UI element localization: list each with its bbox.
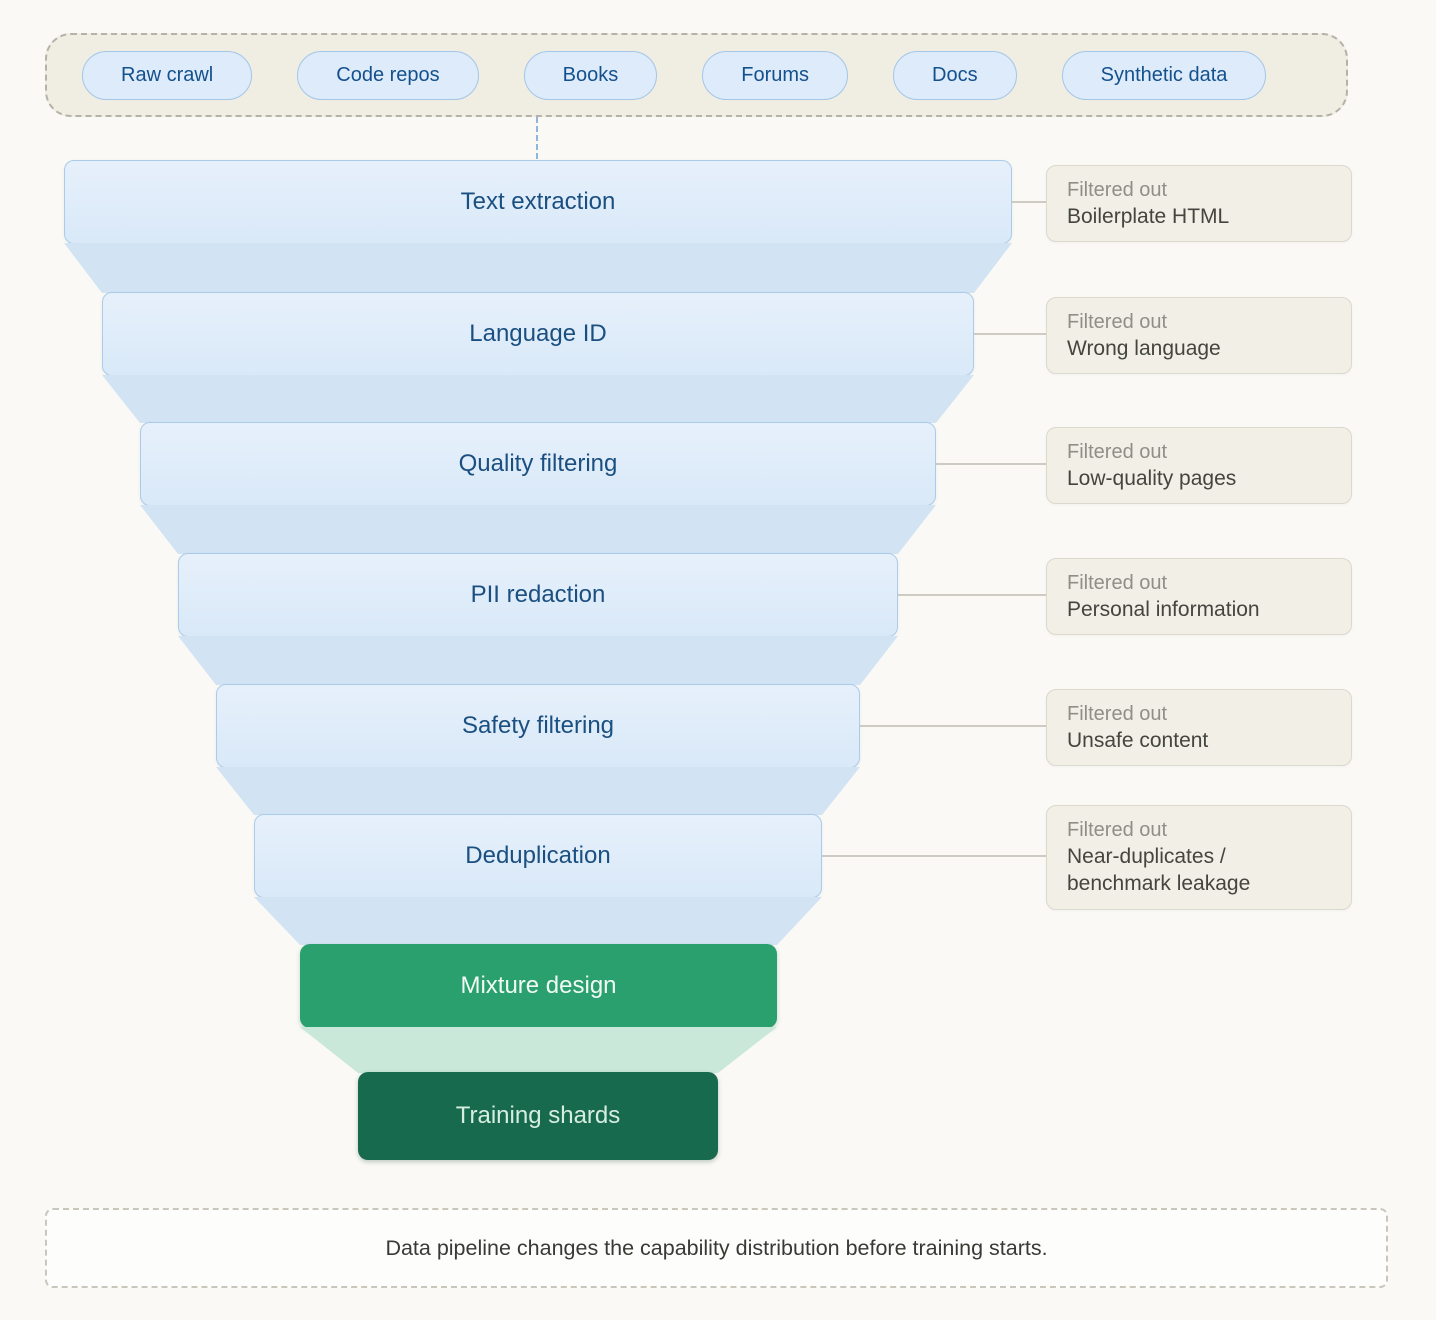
caption-text: Data pipeline changes the capability dis… <box>385 1235 1048 1260</box>
funnel-taper-1 <box>64 243 1012 293</box>
sources-to-funnel-connector <box>536 117 538 159</box>
funnel-stage-pii-redaction: PII redaction <box>178 553 898 637</box>
funnel-taper-4 <box>178 636 898 685</box>
filtered-note-title: Filtered out <box>1067 572 1168 594</box>
filtered-note-low-quality: Filtered out Low-quality pages <box>1046 427 1352 505</box>
filtered-note-title: Filtered out <box>1067 179 1168 201</box>
funnel-taper-5 <box>216 767 860 815</box>
filtered-note-unsafe-content: Filtered out Unsafe content <box>1046 689 1352 767</box>
filtered-note-title: Filtered out <box>1067 819 1168 841</box>
funnel-taper-6 <box>254 897 822 945</box>
funnel-stage-deduplication: Deduplication <box>254 814 822 898</box>
note-connector-3 <box>936 463 1046 465</box>
filtered-note-detail: Boilerplate HTML <box>1067 205 1230 228</box>
source-pill-docs: Docs <box>893 50 1017 100</box>
funnel-taper-2 <box>102 375 974 423</box>
funnel-stage-mixture-design: Mixture design <box>300 944 777 1028</box>
funnel-stage-training-shards: Training shards <box>358 1072 718 1160</box>
filtered-note-title: Filtered out <box>1067 441 1168 463</box>
source-pill-synthetic-data: Synthetic data <box>1061 50 1267 100</box>
source-pill-raw-crawl: Raw crawl <box>82 50 253 100</box>
filtered-note-personal-info: Filtered out Personal information <box>1046 558 1352 636</box>
caption-box: Data pipeline changes the capability dis… <box>45 1208 1388 1288</box>
filtered-note-detail: Low-quality pages <box>1067 467 1237 490</box>
note-connector-1 <box>1012 201 1046 203</box>
filtered-note-detail: Near-duplicates / benchmark leakage <box>1067 845 1251 896</box>
data-sources-panel: Raw crawl Code repos Books Forums Docs S… <box>45 33 1348 117</box>
funnel-taper-3 <box>140 505 936 554</box>
filtered-note-wrong-language: Filtered out Wrong language <box>1046 297 1352 375</box>
filtered-note-title: Filtered out <box>1067 703 1168 725</box>
filtered-note-title: Filtered out <box>1067 311 1168 333</box>
note-connector-6 <box>822 855 1046 857</box>
funnel-stage-safety-filtering: Safety filtering <box>216 684 860 768</box>
note-connector-2 <box>974 333 1046 335</box>
funnel-stage-text-extraction: Text extraction <box>64 160 1012 244</box>
filtered-note-boilerplate: Filtered out Boilerplate HTML <box>1046 165 1352 243</box>
funnel-taper-7 <box>300 1027 777 1073</box>
source-pill-forums: Forums <box>702 50 849 100</box>
source-pill-code-repos: Code repos <box>297 50 479 100</box>
filtered-note-detail: Unsafe content <box>1067 729 1209 752</box>
funnel-stage-quality-filtering: Quality filtering <box>140 422 936 506</box>
filtered-note-near-duplicates: Filtered out Near-duplicates / benchmark… <box>1046 805 1352 910</box>
note-connector-4 <box>898 594 1046 596</box>
source-pill-books: Books <box>523 50 658 100</box>
filtered-note-detail: Personal information <box>1067 598 1260 621</box>
note-connector-5 <box>860 725 1046 727</box>
funnel-stage-language-id: Language ID <box>102 292 974 376</box>
filtered-note-detail: Wrong language <box>1067 337 1221 360</box>
